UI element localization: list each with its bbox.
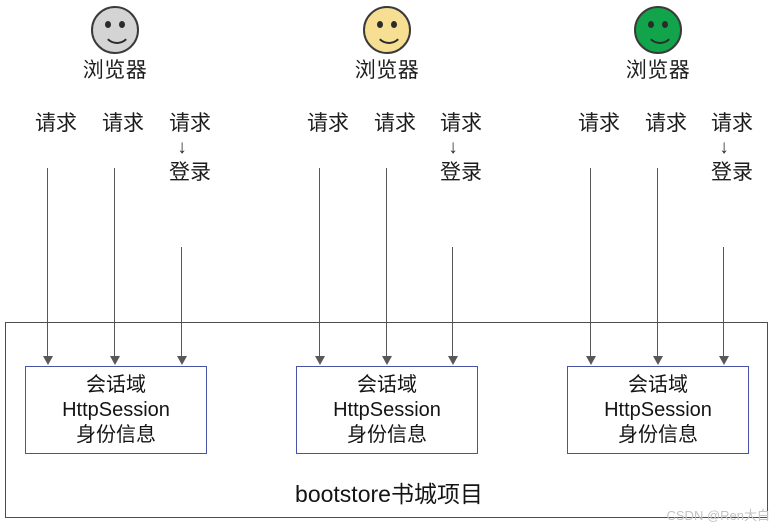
- connector-line-g3-f3: [723, 247, 724, 358]
- connector-line-g3-f1: [590, 168, 591, 358]
- login-label: 登录: [169, 161, 211, 184]
- session-httpsession-label: HttpSession: [333, 398, 441, 421]
- connector-line-g2-f2: [386, 168, 387, 358]
- request-char-1: 请求: [578, 112, 620, 135]
- flow-label-g2-f2: 请求: [374, 112, 416, 135]
- smiley-face-icon: [91, 6, 139, 54]
- flow-label-g3-f3: 请求 ↓ 登录: [711, 112, 753, 184]
- project-title: bootstore书城项目: [295, 481, 483, 507]
- actor-label: 浏览器: [354, 59, 420, 82]
- request-char-1: 请求: [35, 112, 77, 135]
- request-char-1: 请求: [307, 112, 349, 135]
- connector-arrowhead-g1-f3: [177, 356, 187, 365]
- connector-arrowhead-g2-f3: [448, 356, 458, 365]
- connector-line-g3-f2: [657, 168, 658, 358]
- flow-label-g2-f3: 请求 ↓ 登录: [440, 112, 482, 184]
- down-arrow-icon: ↓: [448, 137, 458, 158]
- server-container: [5, 322, 768, 518]
- request-char-1: 请求: [169, 112, 211, 135]
- session-box-1[interactable]: 会话域 HttpSession 身份信息: [25, 366, 207, 454]
- session-scope-label: 会话域: [628, 373, 688, 396]
- session-scope-label: 会话域: [357, 373, 417, 396]
- connector-arrowhead-g1-f1: [43, 356, 53, 365]
- session-httpsession-label: HttpSession: [62, 398, 170, 421]
- login-label: 登录: [711, 161, 753, 184]
- request-char-1: 请求: [645, 112, 687, 135]
- down-arrow-icon: ↓: [177, 137, 187, 158]
- session-scope-label: 会话域: [86, 373, 146, 396]
- actor-label: 浏览器: [82, 59, 148, 82]
- connector-line-g1-f3: [181, 247, 182, 358]
- flow-label-g1-f1: 请求: [35, 112, 77, 135]
- smiley-eye-left-icon: [648, 21, 654, 28]
- smiley-face-icon: [634, 6, 682, 54]
- session-identity-label: 身份信息: [618, 423, 698, 446]
- request-char-1: 请求: [374, 112, 416, 135]
- smiley-eye-left-icon: [377, 21, 383, 28]
- connector-line-g2-f1: [319, 168, 320, 358]
- session-identity-label: 身份信息: [347, 423, 427, 446]
- session-httpsession-label: HttpSession: [604, 398, 712, 421]
- connector-line-g1-f1: [47, 168, 48, 358]
- connector-arrowhead-g3-f1: [586, 356, 596, 365]
- session-identity-label: 身份信息: [76, 423, 156, 446]
- actor-browser-1: 浏览器: [45, 6, 185, 83]
- request-char-1: 请求: [711, 112, 753, 135]
- connector-arrowhead-g2-f1: [315, 356, 325, 365]
- connector-line-g1-f2: [114, 168, 115, 358]
- smiley-eye-right-icon: [119, 21, 125, 28]
- flow-label-g2-f1: 请求: [307, 112, 349, 135]
- connector-arrowhead-g3-f3: [719, 356, 729, 365]
- actor-browser-2: 浏览器: [317, 6, 457, 83]
- actor-label: 浏览器: [625, 59, 691, 82]
- down-arrow-icon: ↓: [719, 137, 729, 158]
- smiley-mouth-icon: [103, 30, 131, 44]
- session-box-3[interactable]: 会话域 HttpSession 身份信息: [567, 366, 749, 454]
- connector-arrowhead-g2-f2: [382, 356, 392, 365]
- smiley-eye-right-icon: [662, 21, 668, 28]
- session-box-2[interactable]: 会话域 HttpSession 身份信息: [296, 366, 478, 454]
- actor-browser-3: 浏览器: [588, 6, 728, 83]
- flow-label-g1-f2: 请求: [102, 112, 144, 135]
- smiley-mouth-icon: [646, 30, 674, 44]
- smiley-eye-left-icon: [105, 21, 111, 28]
- flow-label-g1-f3: 请求 ↓ 登录: [169, 112, 211, 184]
- smiley-eye-right-icon: [391, 21, 397, 28]
- connector-arrowhead-g3-f2: [653, 356, 663, 365]
- smiley-face-icon: [363, 6, 411, 54]
- flow-label-g3-f1: 请求: [578, 112, 620, 135]
- request-char-1: 请求: [440, 112, 482, 135]
- login-label: 登录: [440, 161, 482, 184]
- flow-label-g3-f2: 请求: [645, 112, 687, 135]
- request-char-1: 请求: [102, 112, 144, 135]
- connector-line-g2-f3: [452, 247, 453, 358]
- smiley-mouth-icon: [375, 30, 403, 44]
- connector-arrowhead-g1-f2: [110, 356, 120, 365]
- watermark: CSDN @Ren大白: [666, 508, 771, 523]
